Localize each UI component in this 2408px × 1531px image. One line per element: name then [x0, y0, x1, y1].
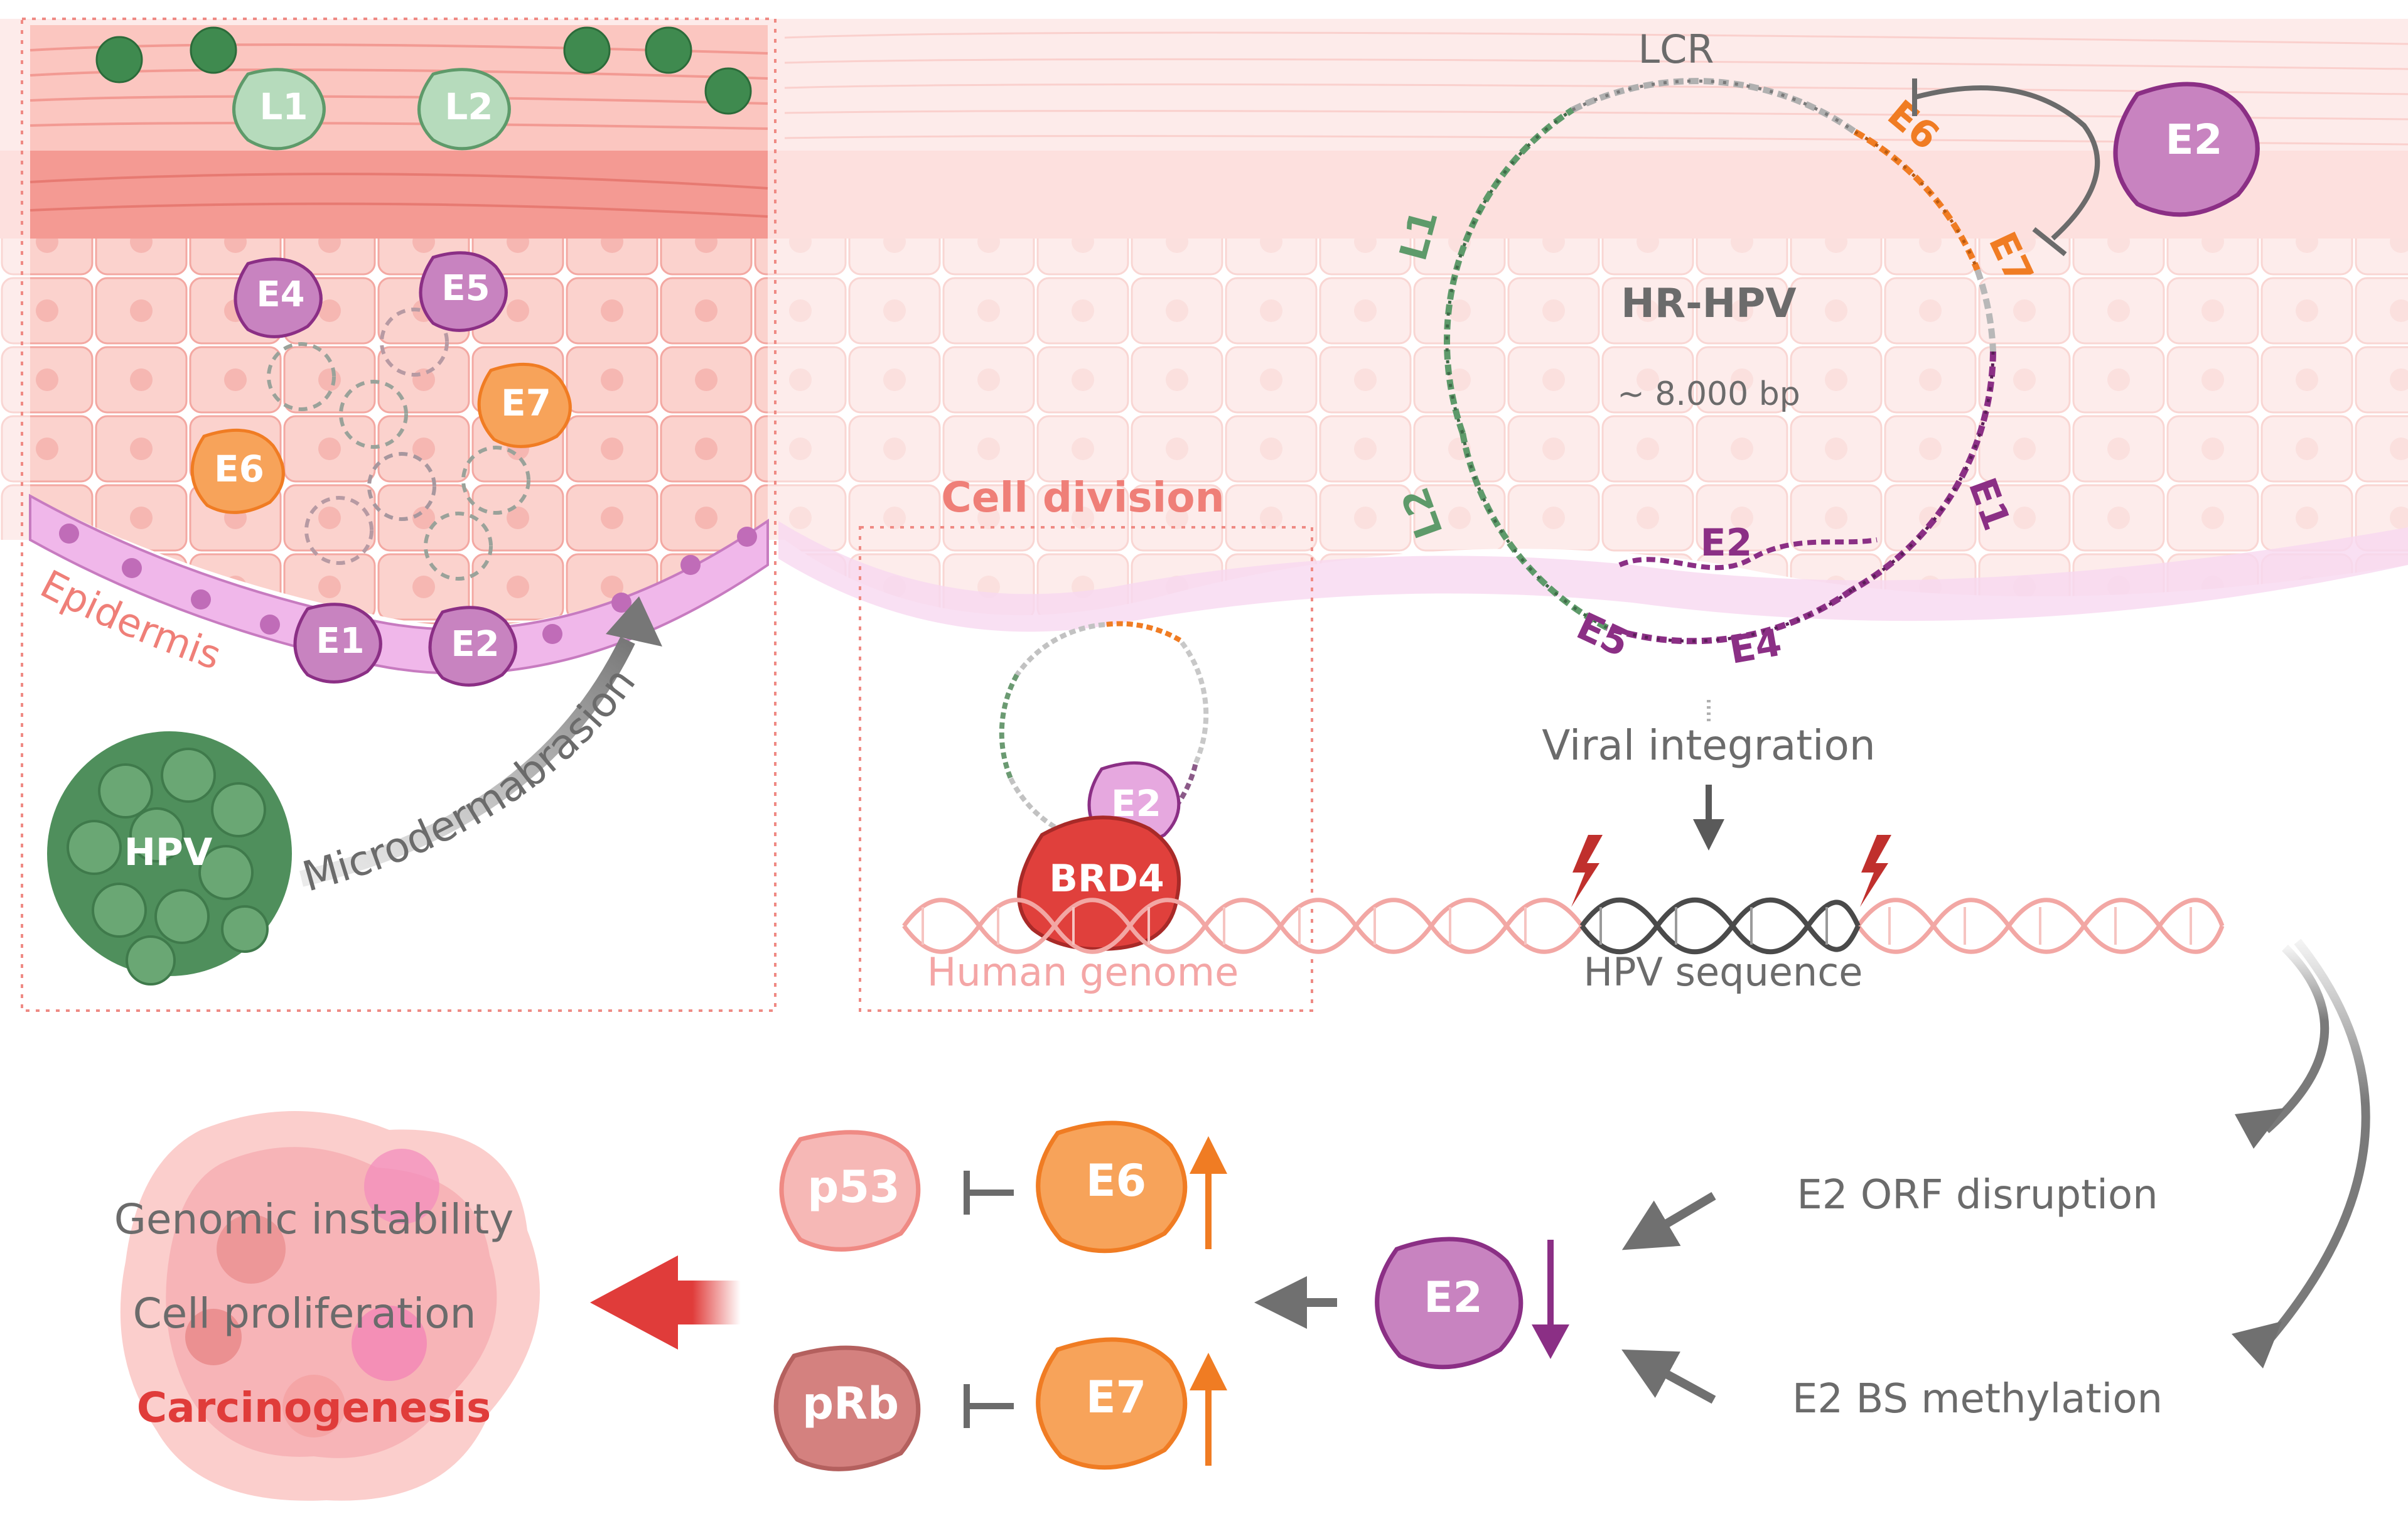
e6-elevated: E6 [1036, 1120, 1227, 1254]
down-arrow-icon [1532, 1324, 1569, 1359]
outcome-flow: E2 ORF disruption E2 BS methylation E2 E… [114, 938, 2370, 1501]
e2-orf-disruption-label: E2 ORF disruption [1797, 1172, 2158, 1218]
arrowhead-methylation [2232, 1321, 2282, 1368]
arrow-methylation-to-e2 [1621, 1349, 1716, 1404]
protein-e6: E6 [190, 428, 285, 514]
protein-e7-label: E7 [501, 382, 551, 424]
brd4: BRD4 [1017, 815, 1181, 951]
protein-e1: E1 [293, 603, 382, 684]
prb-label: pRb [802, 1378, 899, 1429]
microdermabrasion-label: Microdermabrasion [298, 658, 645, 901]
e2-bs-methylation-label: E2 BS methylation [1792, 1376, 2163, 1422]
up-arrow-e6-icon [1190, 1136, 1227, 1174]
human-genome-dna [902, 835, 2225, 955]
human-genome-label: Human genome [927, 949, 1239, 995]
inhibit-bar-e7 [2032, 227, 2067, 257]
viral-integration-label: Viral integration [1542, 721, 1875, 770]
e2-reduced: E2 [1375, 1237, 1569, 1370]
arrowhead-disruption [2235, 1108, 2285, 1149]
protein-e5: E5 [419, 251, 508, 332]
protein-e4-label: E4 [256, 274, 304, 315]
virion-particles [95, 26, 752, 115]
episomes [267, 308, 530, 581]
protein-e4: E4 [234, 257, 323, 338]
protein-e6-label: E6 [214, 448, 264, 490]
protein-e1-label: E1 [316, 621, 364, 662]
protein-l2: L2 [417, 68, 511, 151]
cell-proliferation-label: Cell proliferation [133, 1289, 476, 1338]
hpv-virion-label: HPV [124, 830, 213, 874]
arrow-disruption-to-e2 [1621, 1191, 1716, 1250]
e4-region-label: E4 [1726, 621, 1785, 673]
genome-size-label: ~ 8.000 bp [1617, 375, 1800, 413]
prb-protein: pRb [773, 1345, 921, 1471]
e2-region-label: E2 [1701, 521, 1753, 565]
protein-e7: E7 [477, 362, 572, 448]
e2-repressor: E2 [1912, 78, 2260, 257]
cell-division-title: Cell division [941, 473, 1224, 522]
protein-e5-label: E5 [441, 268, 490, 309]
e7-elevated-label: E7 [1086, 1372, 1147, 1423]
protein-l1: L1 [232, 68, 326, 151]
big-red-arrow [590, 1255, 678, 1350]
protein-e2: E2 [428, 606, 517, 687]
e2-repressor-label: E2 [2165, 115, 2222, 164]
p53-protein: p53 [779, 1130, 921, 1252]
e2-reduced-label: E2 [1424, 1273, 1483, 1323]
carcinogenesis-label: Carcinogenesis [137, 1383, 492, 1432]
break-bolt-left-icon [1571, 835, 1603, 907]
tumor-cluster [120, 1111, 540, 1501]
lcr-label: LCR [1638, 26, 1714, 72]
genomic-instability-label: Genomic instability [114, 1195, 514, 1244]
protein-l2-label: L2 [444, 85, 493, 128]
e7-elevated: E7 [1036, 1337, 1227, 1470]
panel-epidermis: L1 L2 E4 E5 E7 E6 E1 E2 [21, 18, 777, 1012]
up-arrow-e7-icon [1190, 1353, 1227, 1390]
microdermabrasion-arrowhead [606, 596, 662, 647]
p53-label: p53 [807, 1161, 900, 1213]
protein-l1-label: L1 [259, 85, 308, 128]
protein-e2-label: E2 [451, 624, 499, 665]
brd4-label: BRD4 [1049, 857, 1164, 901]
hpv-virion: HPV [47, 731, 292, 986]
hr-hpv-title: HR-HPV [1621, 281, 1797, 327]
e6-elevated-label: E6 [1086, 1155, 1147, 1206]
hpv-sequence-label: HPV sequence [1584, 949, 1863, 995]
break-bolt-right-icon [1860, 835, 1891, 907]
